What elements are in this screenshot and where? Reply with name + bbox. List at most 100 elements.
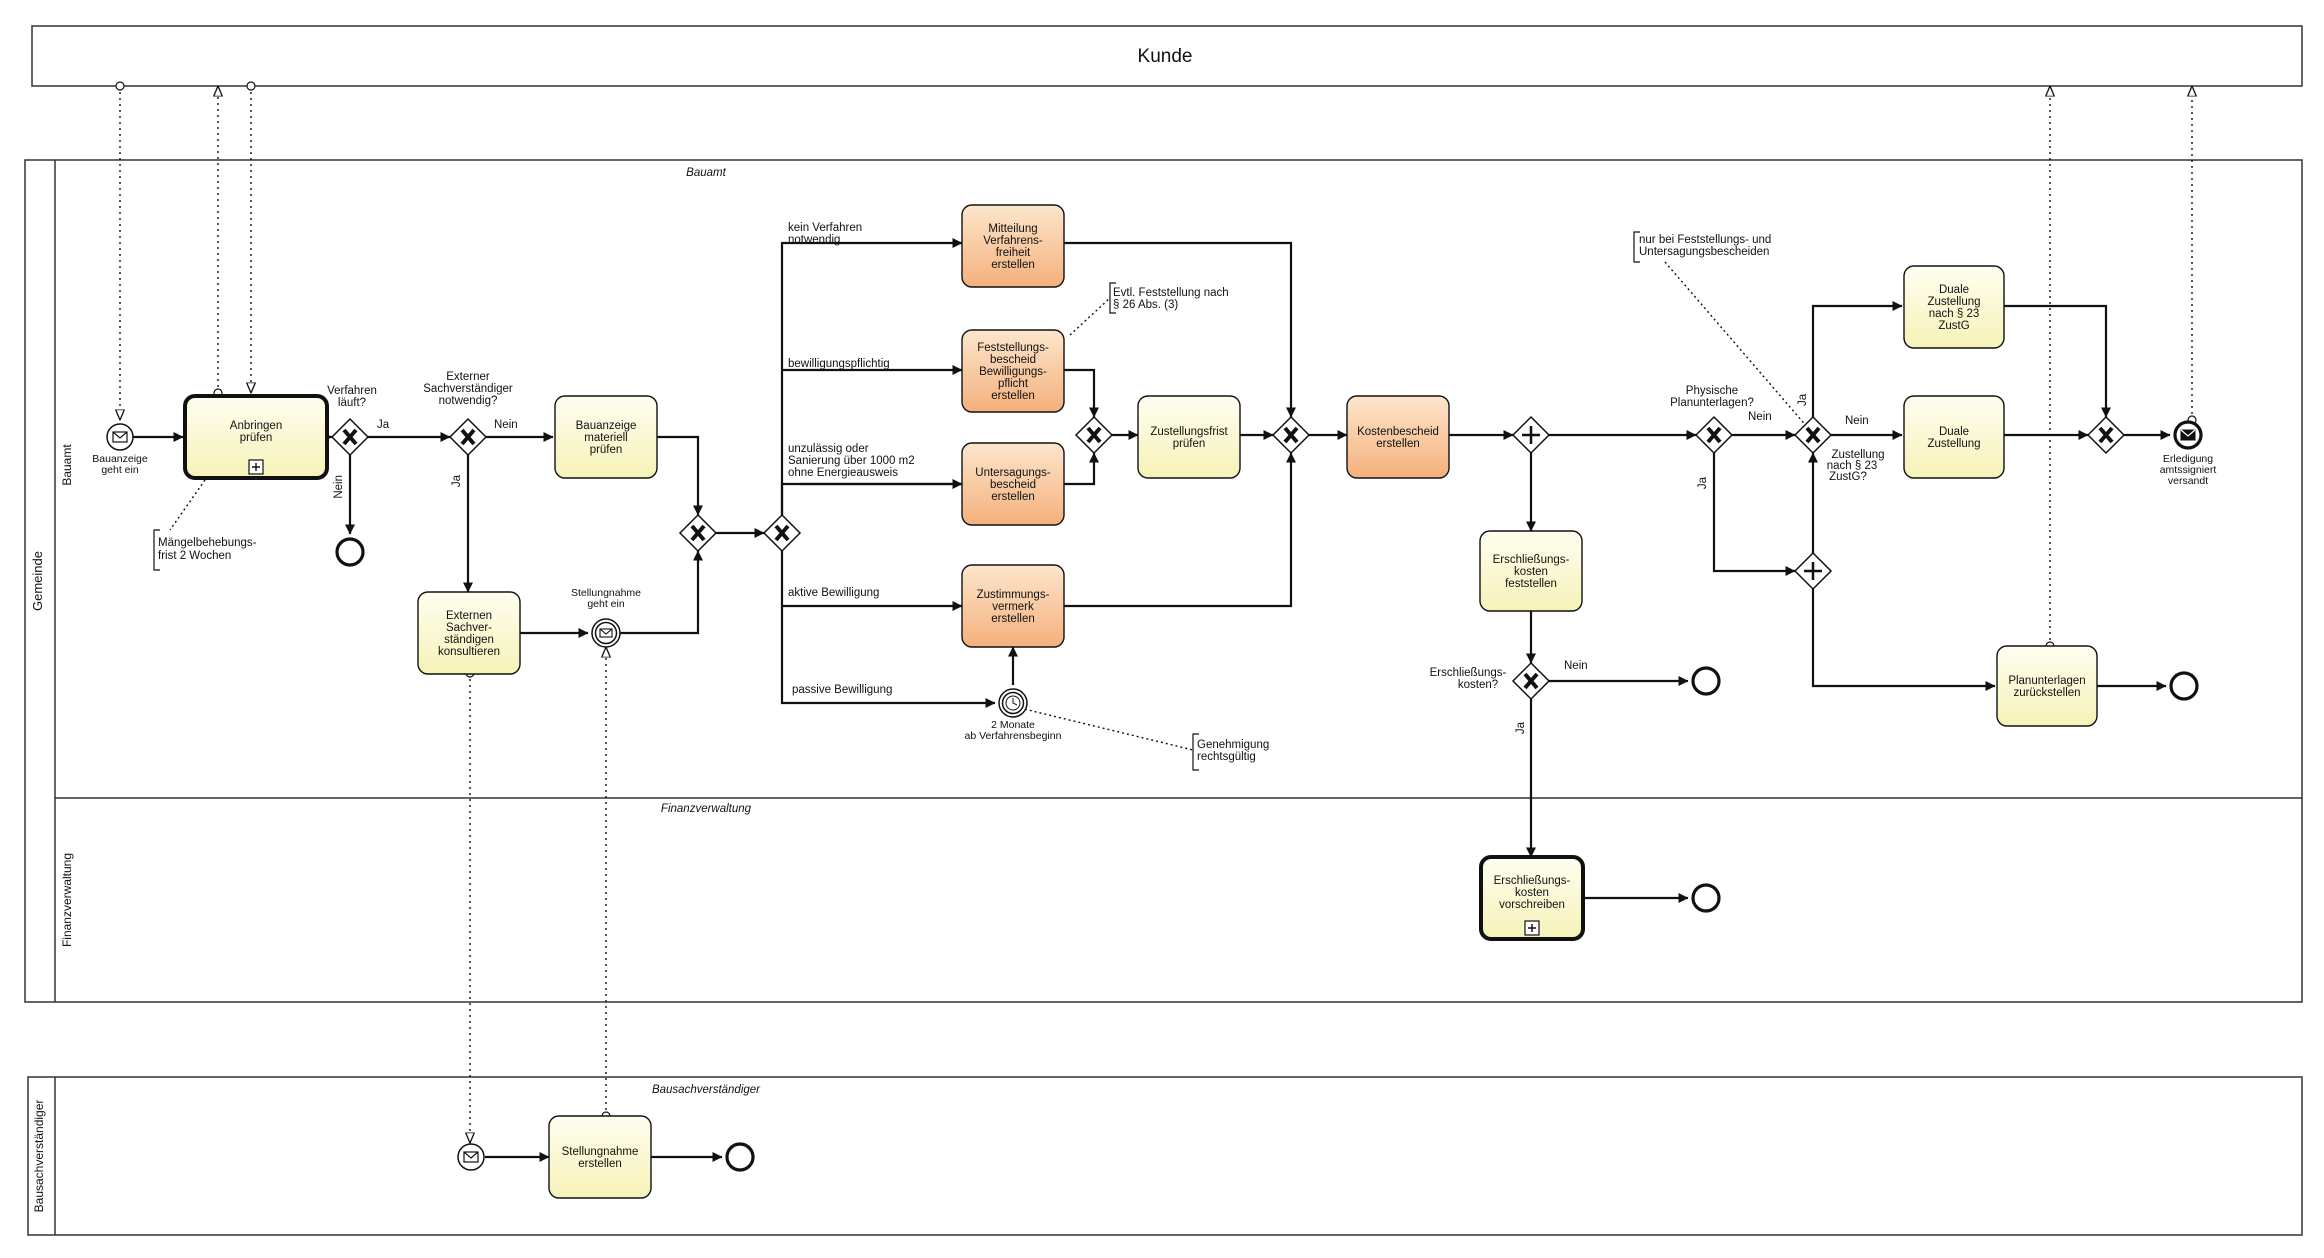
annotation-nur-bei: nur bei Feststellungs- und Untersagungsb…	[1633, 231, 1771, 263]
plus-icon	[1804, 562, 1822, 580]
task-label-line: Externen	[446, 610, 492, 622]
annotation-nur-bei-2: Untersagungsbescheiden	[1639, 246, 1769, 258]
lane-finanzverwaltung-label: Finanzverwaltung	[60, 853, 74, 947]
annotation-genehmigung: Genehmigung rechtsgültig	[1192, 733, 1269, 771]
end-event-planunterlagen[interactable]	[2169, 671, 2199, 701]
x-icon	[1805, 426, 1821, 444]
pool-kunde-label: Kunde	[1138, 46, 1193, 67]
intermediate-event-stellungnahme[interactable]	[591, 618, 621, 648]
flow-gw8-parallel	[1712, 453, 1796, 576]
pool-bausachverstaendiger-label: Bausachverständiger	[32, 1100, 46, 1213]
end-event-vorschreiben[interactable]	[1691, 883, 1721, 913]
flow-msg-gw3	[620, 550, 703, 635]
task-label-line: konsultieren	[438, 646, 500, 658]
label-unzulaessig-3: ohne Energieausweis	[788, 467, 898, 479]
x-icon	[2098, 426, 2114, 444]
flow-fest-gw5	[1064, 368, 1099, 418]
annotation-maengel-1: Mängelbehebungs-	[158, 537, 257, 549]
gateway-verfahrensart[interactable]	[762, 513, 802, 553]
label-zustellung-3: ZustG?	[1829, 471, 1867, 483]
gateway-labels: Verfahren läuft? Externer Sachverständig…	[327, 371, 1884, 691]
clock-icon	[1005, 695, 1021, 711]
task-label-line: Zustimmungs-	[977, 589, 1050, 601]
label-erledigung-3: versandt	[2168, 475, 2208, 487]
label-ja-gw1: Ja	[377, 419, 390, 431]
task-label-line: vermerk	[992, 601, 1034, 613]
gateway-verfahren-laeuft[interactable]	[330, 417, 370, 457]
gateway-zustellung-23[interactable]	[1793, 415, 1833, 455]
task-label-line: bescheid	[990, 354, 1036, 366]
events	[106, 420, 2203, 1172]
gateway-parallel-split[interactable]	[1511, 415, 1551, 455]
task-label-line: Untersagungs-	[975, 467, 1051, 479]
end-event-erledigung[interactable]	[2173, 420, 2203, 450]
label-nein-gw8: Nein	[1748, 411, 1772, 423]
association-nur-bei	[1664, 261, 1809, 429]
lane-finanzverwaltung: Finanzverwaltung Finanzverwaltung	[60, 803, 752, 947]
start-event-bsv[interactable]	[457, 1143, 485, 1171]
task-label-line: Planunterlagen	[2008, 675, 2085, 687]
task-label-line: ständigen	[444, 634, 494, 646]
envelope-icon	[463, 1151, 479, 1163]
label-externer-2: Sachverständiger	[423, 383, 513, 395]
task-label-line: Duale	[1939, 426, 1969, 438]
task-label-line: Zustellung	[1927, 296, 1980, 308]
gateway-merge-3[interactable]	[1271, 415, 1311, 455]
gateway-externer-sv[interactable]	[448, 417, 488, 457]
task-label-line: Erschließungs-	[1494, 875, 1571, 887]
label-bauanzeige-2: geht ein	[101, 464, 139, 476]
gateway-erschliessungskosten[interactable]	[1511, 661, 1551, 701]
gateways	[330, 415, 2126, 701]
task-label-line: Erschließungs-	[1493, 554, 1570, 566]
label-nein-gw10: Nein	[1845, 415, 1869, 427]
task-label-line: Zustellung	[1927, 438, 1980, 450]
task-label-line: erstellen	[578, 1158, 621, 1170]
task-label-line: feststellen	[1505, 578, 1557, 590]
label-erledigung-2: amtssigniert	[2160, 464, 2217, 476]
task-feststellungsbescheid[interactable]: Feststellungs-bescheidBewilligungs-pflic…	[961, 329, 1065, 413]
label-verfahren-1: Verfahren	[327, 385, 377, 397]
annotation-feststellung-2: § 26 Abs. (3)	[1113, 299, 1178, 311]
gateway-merge-1[interactable]	[678, 513, 718, 553]
gateway-parallel-2[interactable]	[1793, 551, 1833, 591]
gateway-physische-planunterlagen[interactable]	[1694, 415, 1734, 455]
end-event-verfahren[interactable]	[335, 537, 365, 567]
lane-bauamt: Bauamt Bauamt	[60, 167, 727, 486]
task-label-line: materiell	[584, 432, 627, 444]
task-label-line: ZustG	[1938, 320, 1969, 332]
task-label-line: kosten	[1514, 566, 1548, 578]
start-event-bauanzeige[interactable]	[106, 423, 134, 451]
timer-event-2-monate[interactable]	[998, 688, 1028, 718]
label-erledigung-1: Erledigung	[2163, 453, 2213, 465]
label-erschliessung-gw-2: kosten?	[1458, 679, 1498, 691]
gateway-merge-zustellung[interactable]	[2086, 415, 2126, 455]
gateway-merge-2[interactable]	[1074, 415, 1114, 455]
label-externer-3: notwendig?	[439, 395, 498, 407]
label-nein-gw9: Nein	[1564, 660, 1588, 672]
end-event-keine-kosten[interactable]	[1691, 666, 1721, 696]
pool-bausachverstaendiger-watermark: Bausachverständiger	[652, 1084, 761, 1096]
task-label-line: erstellen	[991, 491, 1034, 503]
annotations: Mängelbehebungs- frist 2 Wochen Evtl. Fe…	[153, 231, 1771, 771]
label-unzulaessig-1: unzulässig oder	[788, 443, 869, 455]
task-label-line: Mitteilung	[988, 223, 1037, 235]
task-label-line: Feststellungs-	[977, 342, 1049, 354]
task-label-line: Anbringen	[230, 420, 282, 432]
association-maengel	[169, 479, 206, 531]
end-event-stellungnahme[interactable]	[725, 1142, 755, 1172]
